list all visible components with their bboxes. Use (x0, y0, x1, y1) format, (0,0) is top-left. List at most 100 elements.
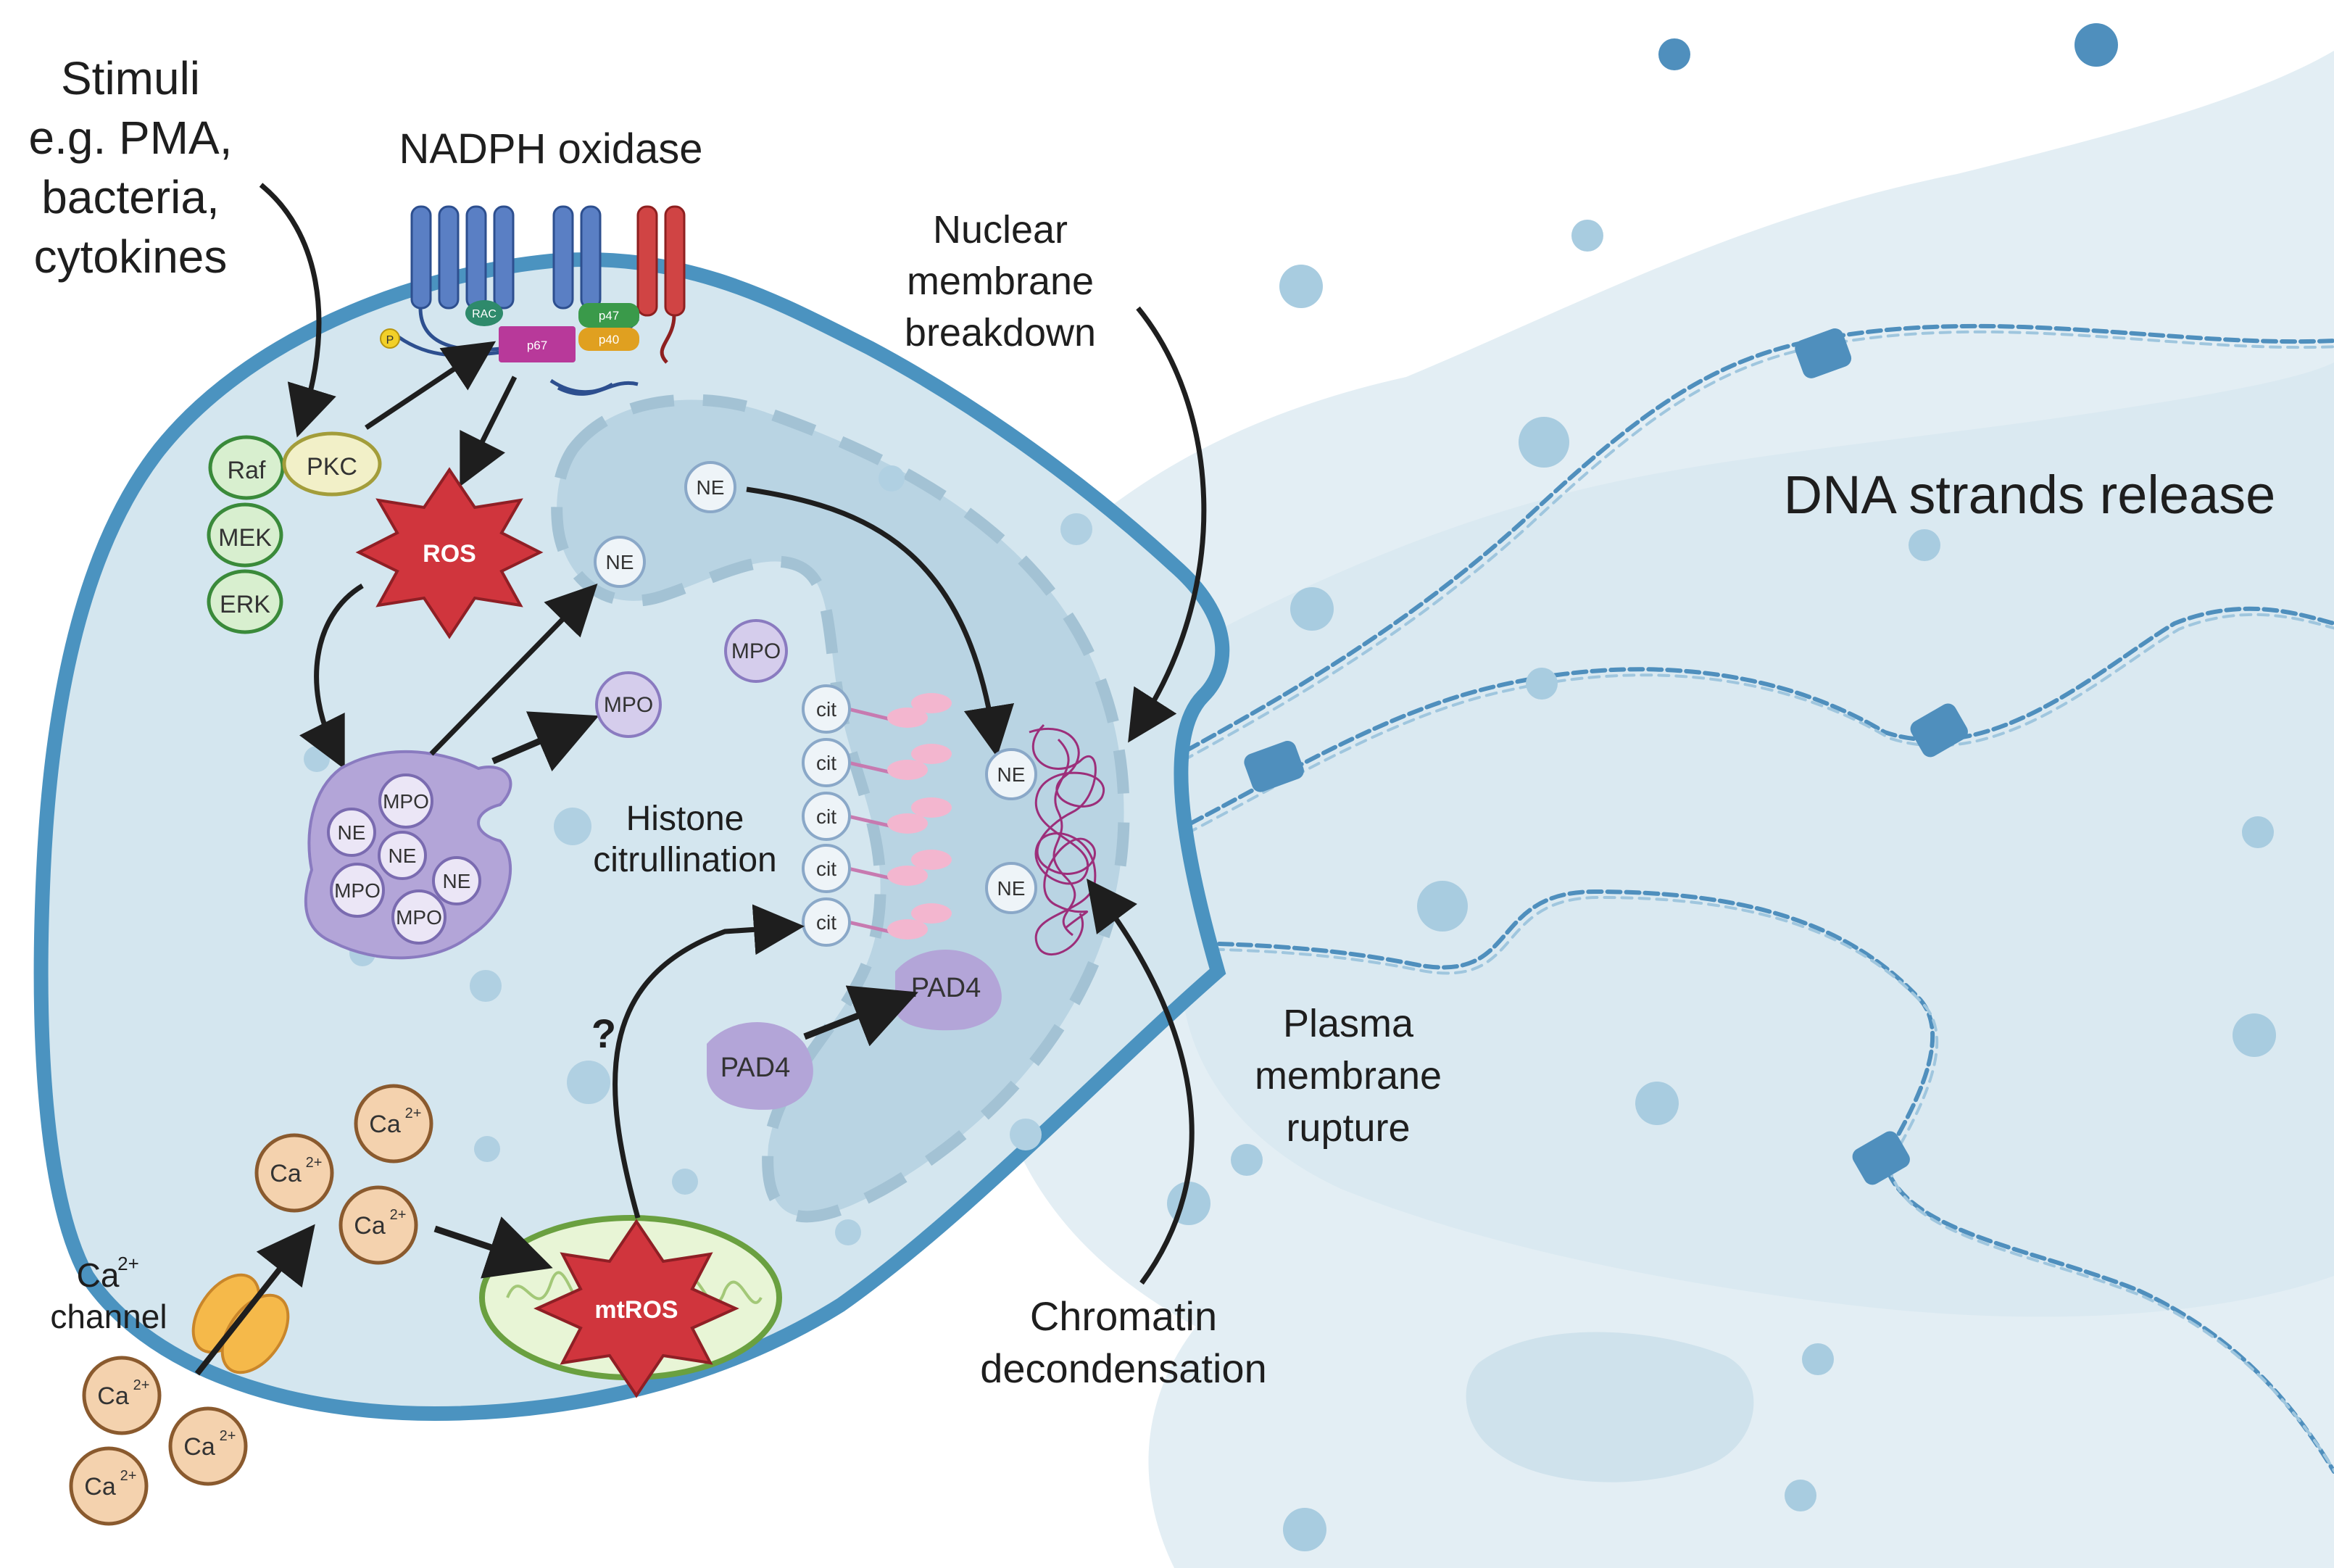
svg-text:Nuclear: Nuclear (933, 208, 1068, 252)
histone-citrullination-label: Histone citrullination (593, 800, 776, 879)
free-mpo-2: MPO (595, 671, 662, 738)
ca-external-1: Ca 2+ (82, 1356, 162, 1435)
nuclear-membrane-label: Nuclear membrane breakdown (905, 208, 1096, 354)
svg-text:Plasma: Plasma (1283, 1002, 1414, 1045)
free-mpo-1: MPO (724, 619, 788, 683)
unknown-mechanism-mark: ? (591, 1011, 616, 1056)
svg-text:Ca: Ca (369, 1111, 401, 1138)
granule-mpo-1: MPO (383, 790, 429, 813)
ca-channel (191, 1273, 290, 1374)
chromatin-decondensation-label: Chromatin decondensation (980, 1293, 1266, 1391)
svg-text:2+: 2+ (220, 1428, 236, 1444)
mtros-star: mtROS (533, 1219, 739, 1398)
stimuli-line-4: cytokines (34, 231, 228, 283)
svg-text:decondensation: decondensation (980, 1345, 1266, 1391)
svg-text:citrullination: citrullination (593, 841, 776, 879)
dna-strands (1085, 323, 2334, 1474)
pad4-cytoplasmic: PAD4 (707, 1022, 813, 1110)
granule-mpo-3: MPO (396, 906, 442, 929)
erk-label: ERK (220, 591, 270, 618)
ca-internal-3: Ca 2+ (339, 1185, 418, 1265)
cit-2: cit (802, 738, 952, 787)
ca-external-2: Ca 2+ (168, 1406, 248, 1486)
p67-label: p67 (527, 339, 547, 352)
svg-text:NE: NE (606, 551, 634, 573)
svg-text:MPO: MPO (604, 693, 653, 717)
ca-internal-2: Ca 2+ (254, 1133, 334, 1213)
stimuli-line-1: Stimuli (61, 52, 200, 104)
granule-ne-2: NE (389, 845, 417, 867)
svg-text:2+: 2+ (405, 1106, 422, 1121)
ca-to-mito-arrow (433, 1216, 553, 1279)
granule-to-ne-arrow (429, 583, 598, 756)
svg-text:2+: 2+ (390, 1207, 407, 1223)
pkc-to-nadph-arrow (365, 341, 497, 430)
nadph-oxidase-complex: P RAC p47 p40 p67 (380, 205, 686, 396)
svg-text:membrane: membrane (907, 260, 1094, 303)
phospho-p: P (386, 334, 394, 347)
svg-text:cit: cit (816, 911, 836, 934)
plasma-membrane-label: Plasma membrane rupture (1255, 1002, 1442, 1150)
dna-strands-label: DNA strands release (1784, 465, 2276, 525)
svg-text:breakdown: breakdown (905, 311, 1096, 354)
svg-text:2+: 2+ (117, 1253, 139, 1274)
extracellular-granules (1167, 23, 2276, 1551)
svg-text:Histone: Histone (626, 800, 744, 838)
svg-text:cit: cit (816, 752, 836, 774)
cit-3: cit (802, 792, 952, 841)
svg-text:2+: 2+ (133, 1377, 150, 1393)
azurophilic-granule: MPO NE NE NE MPO MPO (304, 750, 512, 960)
pkc-label: PKC (307, 453, 357, 481)
svg-text:channel: channel (50, 1298, 167, 1335)
svg-text:cit: cit (816, 805, 836, 828)
chromatin-ne-2: NE (985, 862, 1037, 914)
svg-text:Chromatin: Chromatin (1030, 1293, 1217, 1339)
stimuli-label: Stimuli e.g. PMA, bacteria, cytokines (29, 52, 233, 283)
ca-channel-label: Ca 2+ channel (50, 1253, 167, 1335)
ca-internal-1: Ca 2+ (354, 1084, 433, 1163)
ca-external-3: Ca 2+ (69, 1446, 149, 1526)
stimuli-line-3: bacteria, (41, 171, 219, 223)
net-cloud (981, 51, 2334, 1568)
granule-ne-1: NE (338, 821, 366, 844)
ne-to-chromatin-arrow (746, 486, 1015, 758)
cytoplasm-granules (304, 465, 1092, 1245)
svg-text:Ca: Ca (97, 1382, 129, 1410)
svg-text:Ca: Ca (270, 1160, 302, 1187)
cit-1: cit (802, 684, 952, 734)
pad4-nuclear: PAD4 (895, 950, 1002, 1031)
svg-text:PAD4: PAD4 (911, 973, 981, 1003)
granule-ne-3: NE (443, 870, 471, 892)
svg-text:2+: 2+ (120, 1468, 137, 1484)
nuclear-breakdown-arrow (1128, 306, 1207, 743)
chromatin-ne-1: NE (985, 748, 1037, 800)
svg-text:PAD4: PAD4 (720, 1053, 790, 1083)
svg-text:rupture: rupture (1286, 1106, 1410, 1150)
svg-text:NE: NE (997, 877, 1026, 900)
cit-4: cit (802, 844, 952, 893)
mtros-to-histone-arrow (612, 904, 805, 1219)
granule-mpo-2: MPO (334, 879, 381, 902)
ros-to-granule-arrow (299, 584, 364, 770)
rac-label: RAC (472, 308, 497, 320)
nadph-oxidase-label: NADPH oxidase (399, 125, 702, 173)
svg-text:NE: NE (997, 763, 1026, 786)
stimuli-line-2: e.g. PMA, (29, 112, 233, 164)
free-ne-1: NE (684, 461, 736, 513)
ros-label: ROS (423, 540, 476, 568)
decondensed-chromatin (1029, 723, 1105, 956)
nadph-to-ros-arrow (460, 376, 518, 487)
svg-text:Ca: Ca (354, 1212, 386, 1240)
svg-text:2+: 2+ (306, 1155, 323, 1171)
nucleosomes (1244, 328, 1968, 1185)
mtros-label: mtROS (594, 1296, 678, 1324)
kinase-cascade: Raf PKC MEK ERK (207, 431, 382, 634)
p40-label: p40 (599, 333, 619, 347)
citrullinated-histones: cit cit cit cit cit (802, 684, 952, 947)
mek-label: MEK (218, 524, 272, 552)
chromatin-decondensation-arrow (1087, 878, 1195, 1285)
svg-text:membrane: membrane (1255, 1054, 1442, 1098)
pad4-translocation-arrow (803, 985, 918, 1047)
granule-to-mpo-arrow (491, 711, 599, 772)
